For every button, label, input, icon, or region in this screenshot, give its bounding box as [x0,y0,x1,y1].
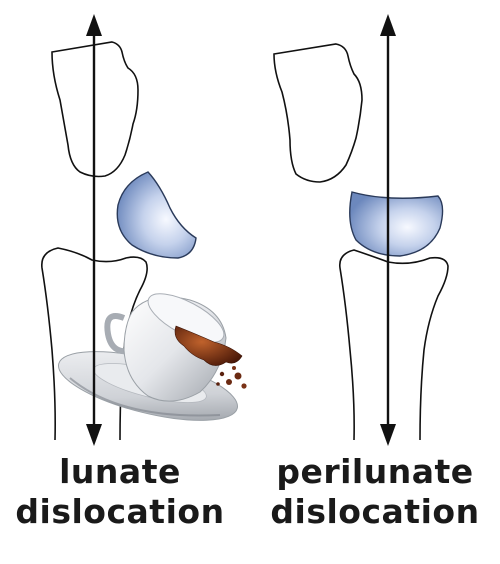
capitate-bone-left [51,41,139,178]
lunate-panel [41,14,247,446]
cup-handle [104,313,135,355]
capitate-bone-right [273,43,363,183]
lunate-caption-line1: lunate [59,452,181,491]
axis-arrow-right [380,14,396,446]
perilunate-panel [273,14,449,446]
lunate-bone-normal [349,191,444,257]
teacup-illustration [57,293,247,421]
perilunate-dislocation-caption: perilunate dislocation [255,452,495,532]
lunate-caption-line2: dislocation [15,492,225,531]
lunate-bone-dislocated [116,171,197,259]
radius-bone-right [338,249,449,441]
coffee-spill [174,325,243,366]
perilunate-caption-line1: perilunate [276,452,474,491]
lunate-dislocation-caption: lunate dislocation [0,452,240,532]
axis-arrow-left [86,14,102,446]
perilunate-caption-line2: dislocation [270,492,480,531]
